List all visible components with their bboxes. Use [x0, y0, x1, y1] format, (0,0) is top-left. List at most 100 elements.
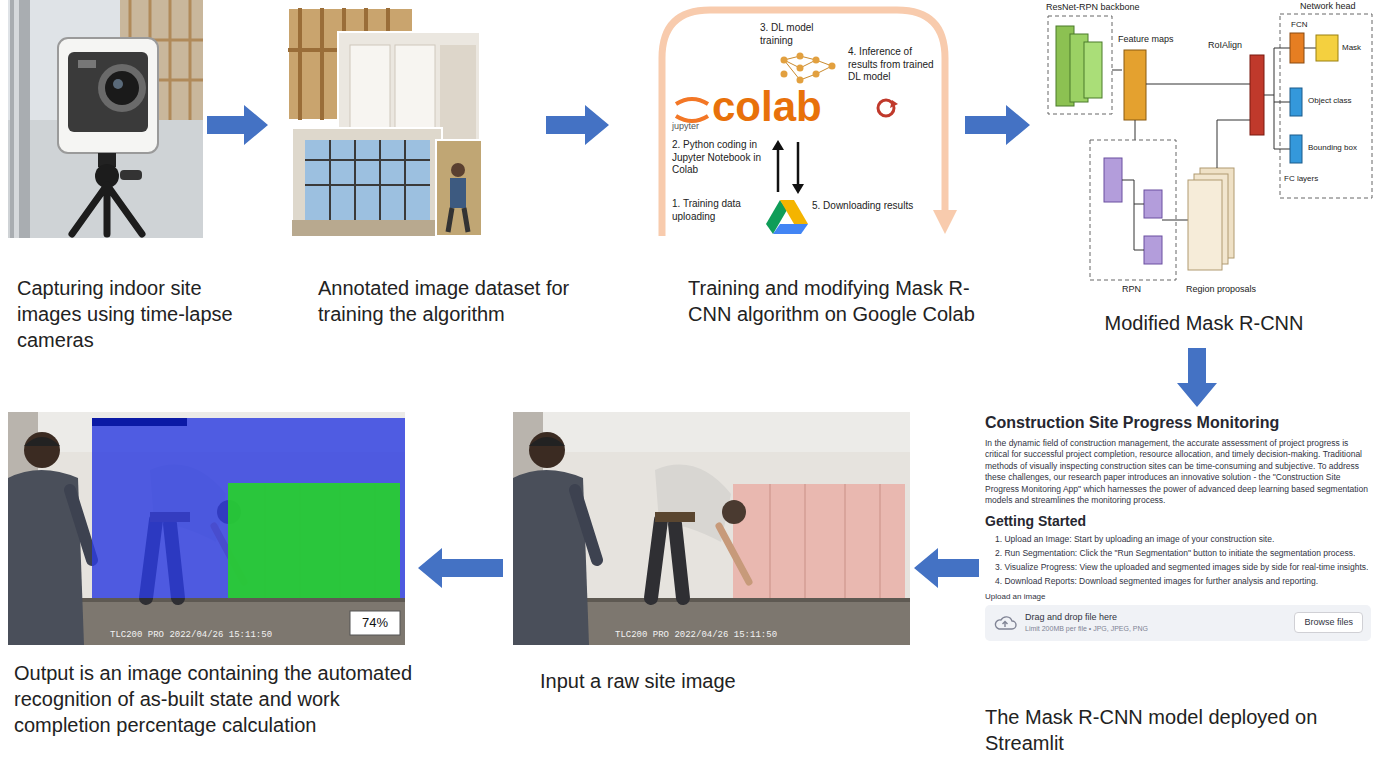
- colab-workflow: [781, 57, 788, 64]
- mask-rcnn-diagram: [1280, 14, 1372, 198]
- camera-photo: [120, 170, 142, 180]
- dataset-collage: [448, 208, 468, 232]
- app-screenshot: Construction Site Progress MonitoringIn …: [985, 413, 1371, 641]
- camera-photo: [78, 60, 96, 68]
- dropzone-texts: Drag and drop file hereLimit 200MB per f…: [1025, 612, 1148, 634]
- step-label: 1. Training data uploading: [672, 198, 762, 223]
- mask-rcnn-diagram: [1084, 42, 1102, 98]
- part-label: RoIAlign: [1208, 40, 1242, 51]
- dropzone-text: Drag and drop file here: [1025, 612, 1148, 623]
- pipeline-stage: Output is an image containing the automa…: [8, 410, 408, 648]
- mask-rcnn-diagram: [1124, 50, 1146, 120]
- mask-rcnn-diagram: [1104, 158, 1122, 202]
- colab-workflow: [781, 71, 788, 78]
- cloud-icon: [993, 615, 1017, 631]
- output-label: Mask: [1342, 43, 1361, 53]
- dataset-collage: [292, 128, 442, 236]
- part-label: Feature maps: [1118, 34, 1174, 45]
- output-label: Object class: [1308, 96, 1352, 106]
- output-photo: [92, 418, 405, 598]
- step-label: 2. Python coding in Jupyter Notebook in …: [672, 139, 766, 177]
- dataset-collage: [451, 163, 465, 177]
- camera-photo: [10, 0, 30, 238]
- colab-workflow: [676, 116, 708, 121]
- part-label: Network head: [1300, 1, 1356, 12]
- dataset-collage: [436, 140, 482, 236]
- dataset-collage: [440, 45, 476, 145]
- flow-arrow: [418, 548, 503, 588]
- dataset-collage: [305, 140, 430, 220]
- colab-workflow: [773, 224, 808, 234]
- colab-workflow: [813, 71, 820, 78]
- step-label: 5. Downloading results: [812, 200, 938, 213]
- mask-rcnn-diagram: [1162, 220, 1188, 221]
- pipeline-stage: Input a raw site image: [513, 410, 908, 648]
- mask-rcnn-diagram: [1144, 190, 1162, 218]
- output-photo: [350, 611, 400, 635]
- stage-caption: Input a raw site image: [540, 668, 870, 694]
- colab-workflow: [792, 184, 804, 194]
- part-label: ResNet-RPN backbone: [1046, 2, 1140, 13]
- pipeline-stage: Capturing indoor site images using time-…: [8, 0, 203, 240]
- input-photo: [513, 412, 910, 645]
- app-field-label: Upload an image: [985, 592, 1371, 602]
- colab-workflow: [772, 140, 784, 150]
- mask-rcnn-diagram: [1217, 120, 1250, 168]
- dataset-collage: [450, 178, 466, 208]
- mask-rcnn-diagram: [1304, 48, 1316, 49]
- flow-arrow: [546, 105, 609, 145]
- timestamp: TLC200 PRO 2022/04/26 15:11:50: [615, 630, 777, 641]
- mask-rcnn-diagram: [1290, 33, 1304, 63]
- colab-workflow: [890, 100, 898, 108]
- mask-rcnn-diagram: [1135, 84, 1250, 140]
- dataset-collage: [305, 140, 430, 220]
- mask-rcnn-diagram: [1264, 48, 1290, 149]
- camera-photo: [8, 0, 203, 238]
- output-photo: [228, 483, 400, 598]
- dropzone-hint: Limit 200MB per file • JPG, JPEG, PNG: [1025, 625, 1148, 634]
- mask-rcnn-diagram: [1290, 88, 1302, 116]
- stage-caption: The Mask R-CNN model deployed on Streaml…: [985, 704, 1345, 756]
- step-label: 3. DL model training: [760, 22, 838, 47]
- stage-caption: Capturing indoor site images using time-…: [17, 275, 267, 353]
- colab-workflow: [829, 63, 836, 70]
- colab-workflow: [780, 200, 808, 224]
- app-list-item: 3. Visualize Progress: View the uploaded…: [985, 562, 1371, 573]
- mask-rcnn-diagram: [1122, 180, 1144, 250]
- upload-dropzone: Drag and drop file hereLimit 200MB per f…: [985, 605, 1371, 641]
- mask-rcnn-diagram: [1048, 16, 1112, 114]
- app-list-item: 1. Upload an Image: Start by uploading a…: [985, 534, 1371, 545]
- mask-rcnn-diagram: [1188, 180, 1222, 270]
- output-label: Bounding box: [1308, 143, 1357, 153]
- mask-rcnn-diagram: [1090, 140, 1176, 280]
- colab-workflow: [813, 57, 820, 64]
- colab-workflow: [933, 210, 957, 234]
- camera-photo: [98, 64, 146, 112]
- dataset-collage: [288, 8, 482, 236]
- output-photo: [8, 412, 405, 645]
- logo-text: colab: [712, 84, 822, 130]
- colab-workflow: [797, 77, 804, 84]
- step-label: 4. Inference of results from trained DL …: [848, 46, 938, 84]
- output-photo: [8, 412, 405, 645]
- stage-caption: Modified Mask R-CNN: [1035, 310, 1373, 336]
- app-paragraph: In the dynamic field of construction man…: [985, 438, 1371, 507]
- input-photo: [513, 412, 910, 645]
- part-label: RPN: [1122, 284, 1141, 295]
- flow-arrow: [965, 105, 1030, 145]
- app-list-item: 4. Download Reports: Download segmented …: [985, 576, 1371, 587]
- pipeline-stage: Modified Mask R-CNN: [1035, 0, 1373, 345]
- colab-workflow: [797, 53, 804, 60]
- cloud-icon: [1003, 621, 1008, 627]
- dataset-collage: [292, 220, 442, 236]
- pipeline-stage: Annotated image dataset for training the…: [272, 0, 540, 240]
- flow-arrow: [1177, 348, 1217, 407]
- stage-caption: Annotated image dataset for training the…: [318, 275, 580, 327]
- browse-button: Browse files: [1294, 612, 1363, 633]
- colab-workflow: [676, 99, 708, 104]
- camera-photo: [58, 38, 158, 153]
